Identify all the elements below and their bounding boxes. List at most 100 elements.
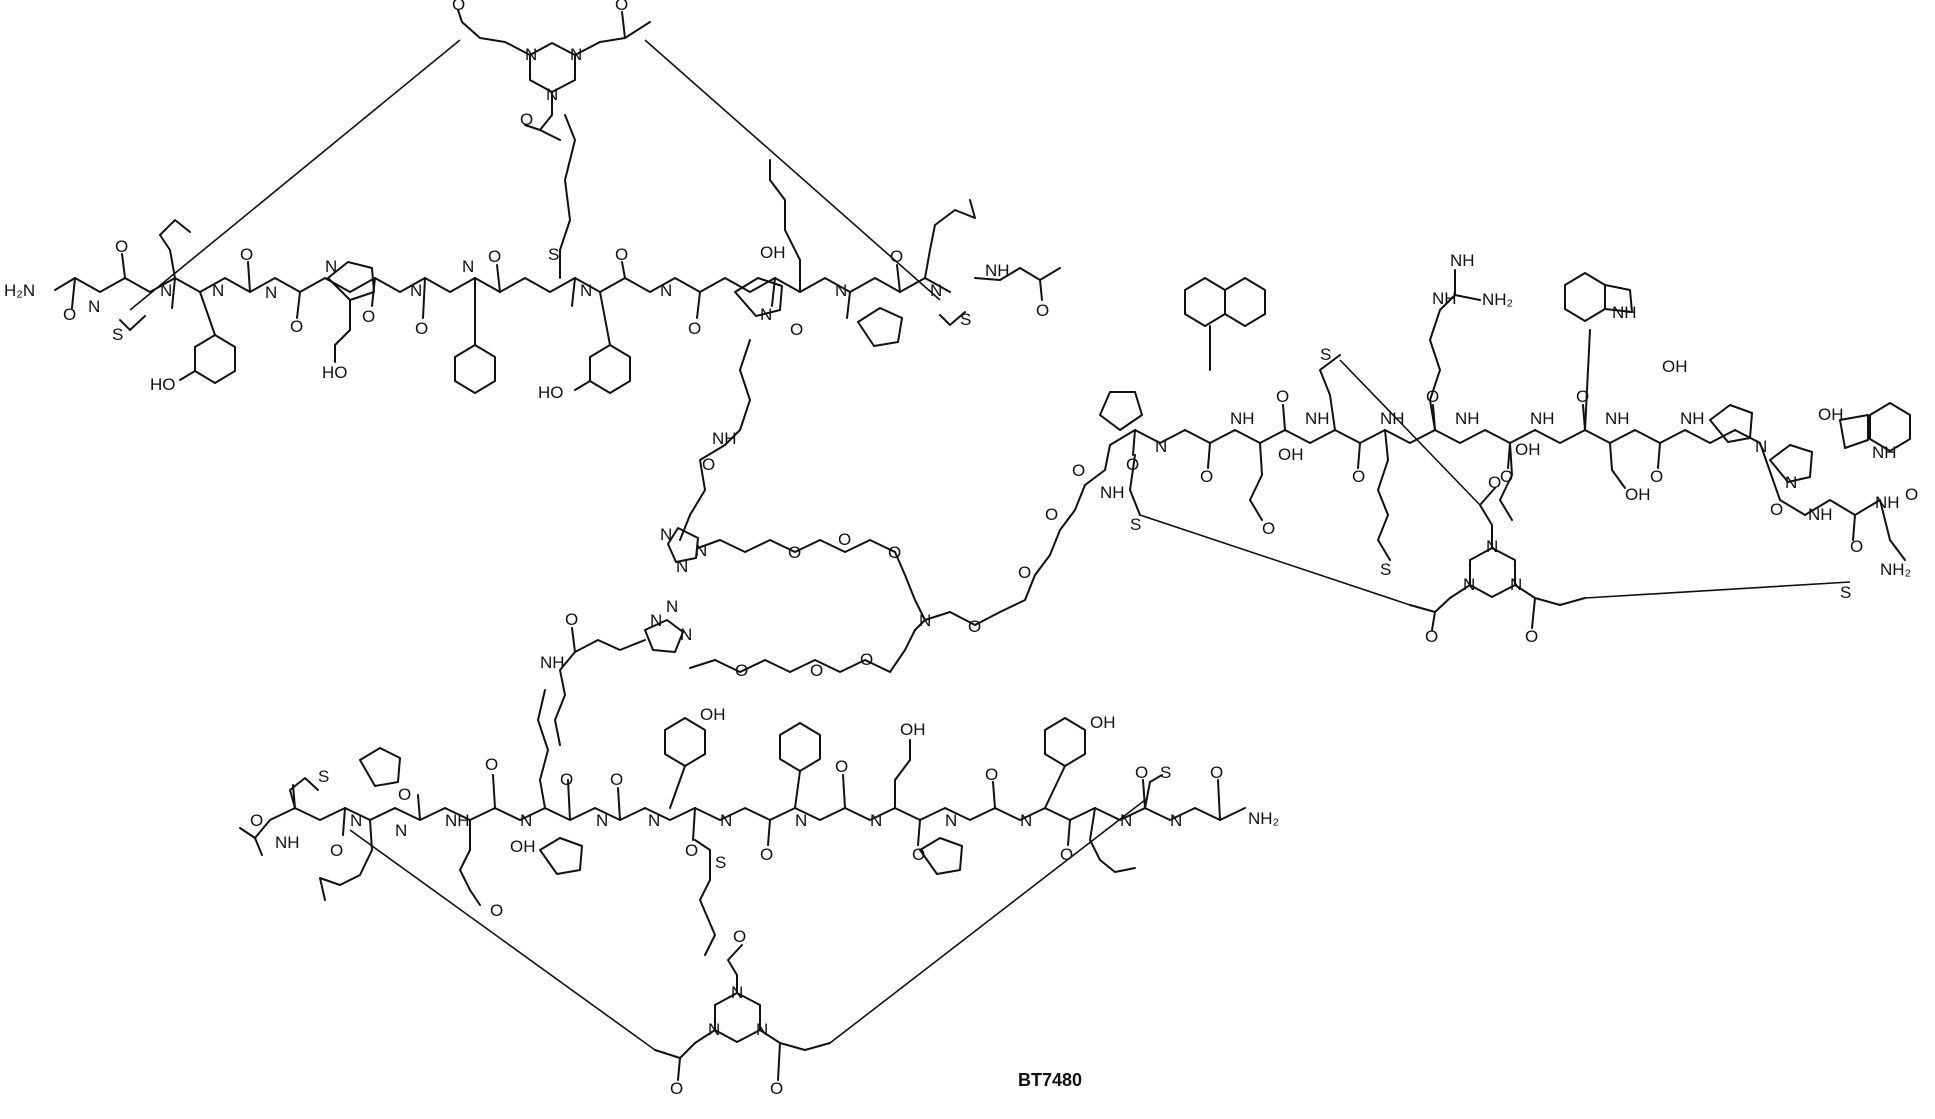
atom-label: NH₂ — [1248, 809, 1279, 828]
top-ile — [159, 219, 191, 279]
atom-label: N — [410, 281, 422, 300]
atom-label: O — [810, 661, 823, 680]
top-sulfur-bridge-mid — [559, 114, 576, 279]
atom-label: NH — [1530, 409, 1555, 428]
top-asp-sidechain — [334, 299, 351, 363]
top-sulfur-bridge-left — [119, 315, 146, 331]
bottom-tyrosine-ring-2 — [1044, 717, 1086, 767]
atom-label: S — [1840, 583, 1851, 602]
peg-arm-upper — [697, 539, 926, 621]
atom-label: O — [790, 320, 803, 339]
atom-label: O — [615, 245, 628, 264]
atom-label: NH — [1872, 443, 1897, 462]
atom-label: NH — [985, 261, 1010, 280]
atom-label: N — [1020, 811, 1032, 830]
right-c-term — [1759, 442, 1906, 561]
atom-label: O — [1576, 387, 1589, 406]
atom-label: S — [548, 245, 559, 264]
top-lysine-linker — [679, 339, 751, 541]
peg-linker — [554, 444, 1111, 746]
atom-labels: H₂N O N O N S HO N O N O N HO O N O N O … — [4, 0, 1918, 1098]
atom-label: S — [1130, 515, 1141, 534]
atom-label: O — [452, 0, 465, 14]
peg-arm-right — [924, 484, 1086, 626]
atom-label: O — [1200, 467, 1213, 486]
atom-label: O — [788, 543, 801, 562]
right-asp-sidechain — [1249, 442, 1263, 521]
right-backbone-bond — [1109, 429, 1761, 446]
atom-label: N — [795, 811, 807, 830]
hydroxyproline-ring — [1769, 444, 1813, 483]
top-crosslink-right — [644, 39, 941, 301]
atom-label: N — [1463, 575, 1475, 594]
atom-label: O — [1135, 763, 1148, 782]
atom-label: O — [1770, 500, 1783, 519]
atom-label: O — [688, 319, 701, 338]
atom-label: N — [212, 281, 224, 300]
atom-label: O — [860, 650, 873, 669]
atom-label: O — [1018, 563, 1031, 582]
atom-label: O — [115, 237, 128, 256]
atom-label: O — [760, 845, 773, 864]
atom-label: NH — [1450, 251, 1475, 270]
atom-label: N — [1170, 811, 1182, 830]
atom-label: NH — [1875, 493, 1900, 512]
atom-label: O — [912, 845, 925, 864]
atom-label: N — [835, 281, 847, 300]
bottom-sulfur-bridge-mid — [694, 839, 716, 956]
atom-label: NH — [1380, 409, 1405, 428]
bottom-tbu — [319, 819, 373, 901]
right-proline-ring-1 — [1099, 391, 1143, 431]
right-asp-sidechain-2 — [1499, 442, 1513, 521]
atom-label: N — [660, 281, 672, 300]
atom-label: O — [685, 841, 698, 860]
right-crosslink-top — [1339, 359, 1481, 506]
atom-label: O — [1072, 461, 1085, 480]
top-tyrosine-ring-2 — [589, 344, 631, 394]
top-proline-ring-2 — [734, 277, 783, 317]
atom-label: NH — [1680, 409, 1705, 428]
atom-label: H₂N — [4, 281, 35, 300]
atom-label: OH — [700, 705, 726, 724]
atom-label: N — [1510, 575, 1522, 594]
atom-label: OH — [1090, 713, 1116, 732]
atom-label: S — [1160, 763, 1171, 782]
atom-label: O — [1905, 485, 1918, 504]
atom-label: O — [1262, 519, 1275, 538]
atom-label: O — [838, 530, 851, 549]
atom-label: O — [488, 247, 501, 266]
atom-label: O — [560, 770, 573, 789]
atom-label: O — [770, 1079, 783, 1098]
atom-label: N — [1785, 473, 1797, 492]
atom-label: N — [680, 625, 692, 644]
atom-label: N — [570, 45, 582, 64]
atom-label: O — [485, 755, 498, 774]
atom-label: O — [985, 765, 998, 784]
atom-label: OH — [760, 243, 786, 262]
lower-linker-up — [554, 639, 646, 746]
trp-ring-right-6 — [1869, 402, 1911, 452]
atom-label: N — [676, 557, 688, 576]
bottom-phenyl-ring — [779, 722, 821, 772]
atom-label: O — [1850, 537, 1863, 556]
trp-ring-top-6 — [1564, 272, 1606, 322]
atom-label: O — [610, 770, 623, 789]
atom-label: O — [670, 1079, 683, 1098]
top-tbu — [924, 199, 976, 279]
top-triazole-ring — [667, 527, 699, 563]
compound-caption: BT7480 — [1018, 1070, 1082, 1090]
atom-label: O — [890, 247, 903, 266]
right-sulfur-bridge-1 — [1129, 454, 1141, 516]
atom-label: NH — [1100, 483, 1125, 502]
atom-label: O — [835, 757, 848, 776]
atom-label: O — [1500, 467, 1513, 486]
atom-label: S — [318, 767, 329, 786]
atom-label: O — [1488, 473, 1501, 492]
atom-label: N — [580, 281, 592, 300]
atom-label: O — [63, 305, 76, 324]
bottom-crosslink-right — [829, 799, 1146, 1044]
atom-label: NH — [1808, 505, 1833, 524]
atom-label: N — [720, 811, 732, 830]
top-sulfur-bridge-right — [939, 311, 966, 326]
